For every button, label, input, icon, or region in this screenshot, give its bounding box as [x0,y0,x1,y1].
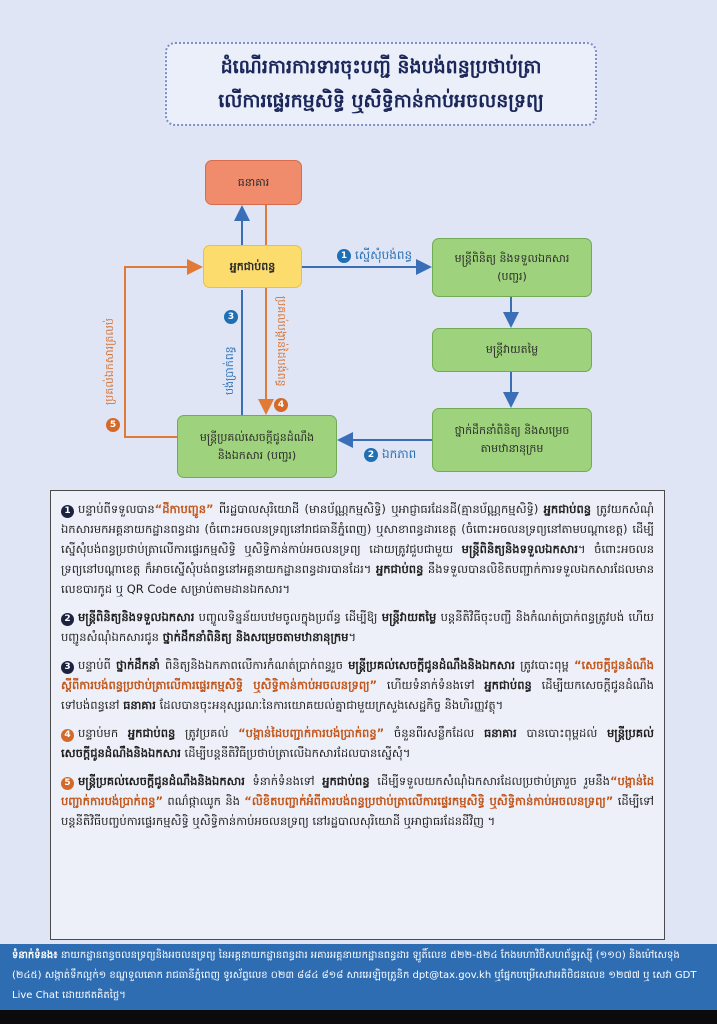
contact-footer: ទំនាក់ទំនង៖ នាយកដ្ឋានពន្ធចលនទ្រព្យនិងអចល… [0,944,717,1010]
step-1-text: ស្នើសុំបង់ពន្ធ [355,248,413,262]
flow-arrows [124,205,519,448]
inspector-label: មន្ត្រីពិនិត្យ និងទទួលឯកសារ [454,251,570,265]
bold-term: មន្ត្រីពិនិត្យនិងទទួលឯកសារ [461,542,578,556]
step-number-badge: 2 [61,612,74,626]
step-2-paragraph: 2 មន្ត្រីពិនិត្យនិងទទួលឯកសារ បញ្ចូលទិន្នន… [61,607,654,647]
step-number-badge: 3 [61,660,74,674]
appraiser-node: មន្ត្រីវាយតម្លៃ [432,328,592,372]
paragraph-text: ពីរដ្ឋបាលសុរិយោដី (មានប័ណ្ណកម្មសិទ្ធិ) ឬ… [213,502,544,516]
bold-term: ថ្នាក់ដឹកនាំ [116,658,160,672]
arrow-step-5 [124,259,203,438]
paragraph-text: បញ្ចូលទិន្នន័យបឋមចូលក្នុងប្រព័ន្ធ ដើម្បី… [194,610,382,624]
bold-term: ថ្នាក់ដឹកនាំពិនិត្យ និងសម្រេចតាមឋានានុក្… [162,630,349,644]
step-2-text: ឯកភាព [382,447,417,461]
step-number-badge: 4 [61,728,74,742]
bold-term: អ្នកជាប់ពន្ធ [127,726,176,740]
contact-label: ទំនាក់ទំនង៖ [12,950,58,961]
step-3-text: បង់ប្រាក់ពន្ធ [223,346,236,395]
bold-term: អ្នកជាប់ពន្ធ [375,562,424,576]
paragraph-text: ពណ៌ផ្កាឈូក និង [163,794,245,808]
inspector-sublabel: (បញ្ជរ) [497,269,527,283]
document-name: “បង្កាន់ដៃបញ្ជាក់ការបង់ប្រាក់ពន្ធ” [61,774,655,808]
document-name: “បង្កាន់ដៃបញ្ជាក់ការបង់ប្រាក់ពន្ធ” [238,726,385,740]
bold-term: អ្នកជាប់ពន្ធ [322,774,370,788]
step-4-text: ប្រគល់បង្កាន់ដៃបង់ពន្ធ [275,296,288,387]
paragraph-text: បន្តនីតិវិធីចុះបញ្ជី និងកំណត់ប្រាក់ពន្ធត… [61,610,654,644]
step-number-badge: 5 [61,776,74,790]
notice-officer-node: មន្ត្រីប្រគល់សេចក្តីជូនដំណឹង និងឯកសារ (ប… [177,415,337,478]
step-4-paragraph: 4 បន្ទាប់មក អ្នកជាប់ពន្ធ ត្រូវប្រគល់ “បង្… [61,723,654,763]
leader-label: ថ្នាក់ដឹកនាំពិនិត្យ និងសម្រេច [454,424,570,437]
document-name: “លិខិតបញ្ជាក់អំពីការបង់ពន្ធប្រថាប់ត្រាលើ… [244,794,614,808]
paragraph-text: បានបោះពុម្ពដល់ [516,726,607,740]
document-name: “ដីកាបញ្ជូន” [154,502,214,516]
paragraph-text: ដើម្បីទទួលយកសំណុំឯកសារដែលប្រថាប់ត្រារួច … [369,774,610,788]
bold-term: អ្នកជាប់ពន្ធ [484,678,532,692]
step-5-paragraph: 5 មន្ត្រីប្រគល់សេចក្តីជូនដំណឹងនិងឯកសារ ទំ… [61,771,654,831]
inspector-node: មន្ត្រីពិនិត្យ និងទទួលឯកសារ (បញ្ជរ) [432,238,592,297]
notice-officer-label: មន្ត្រីប្រគល់សេចក្តីជូនដំណឹង [199,430,315,444]
paragraph-text: ដើម្បីបន្តនីតិវិធីប្រថាប់ត្រាលើឯកសារដែលប… [180,746,411,760]
bank-node: ធនាគារ [205,160,302,205]
taxpayer-node: អ្នកជាប់ពន្ធ [203,245,302,288]
appraiser-label: មន្ត្រីវាយតម្លៃ [485,343,539,356]
step-3-paragraph: 3 បន្ទាប់ពី ថ្នាក់ដឹកនាំ ពិនិត្យនិងឯកភាពល… [61,655,654,715]
bold-term: មន្ត្រីពិនិត្យនិងទទួលឯកសារ [78,610,195,624]
page-title: ដំណើរការការទារចុះបញ្ជី និងបង់ពន្ធប្រថាប់… [165,42,597,126]
leader-sublabel: តាមឋានានុក្រម [480,442,544,455]
bold-term: មន្ត្រីប្រគល់សេចក្តីជូនដំណឹងនិងឯកសារ [78,774,245,788]
paragraph-text: ពិនិត្យនិងឯកភាពលើការកំណត់ប្រាក់ពន្ធរួច [159,658,349,672]
notice-officer-sublabel: និងឯកសារ (បញ្ជរ) [217,448,297,462]
taxpayer-label: អ្នកជាប់ពន្ធ [229,259,276,273]
step-1-label: 1 ស្នើសុំបង់ពន្ធ [337,247,412,265]
paragraph-text: ។ ចំពោះអចលនទ្រព្យនៅបណ្តាខេត្ត ក៏អាចស្នើស… [61,542,654,576]
contact-text: នាយកដ្ឋានពន្ធចលនទ្រព្យនិងអចលនទ្រព្យ នៃអគ… [12,950,697,1001]
step-1-badge: 1 [337,249,351,263]
step-5-badge: 5 [106,418,120,432]
bold-term: មន្ត្រីវាយតម្លៃ [381,610,437,624]
paragraph-text: នឹងទទួលបានលិខិតបញ្ជាក់ការទទួលឯកសារដែលមាន… [61,562,654,596]
step-3-badge: 3 [224,310,238,324]
step-1-paragraph: 1 បន្ទាប់ពីទទួលបាន“ដីកាបញ្ជូន” ពីរដ្ឋបាលស… [61,499,654,599]
step-number-badge: 1 [61,504,74,518]
title-line-2: លើការផ្ទេរកម្មសិទ្ធិ ឬសិទ្ធិកាន់កាប់អចលន… [218,90,544,112]
document-name: “សេចក្តីជូនដំណឹងស្តីពីការបង់ពន្ធប្រថាប់ត… [61,658,654,692]
paragraph-text: ដើម្បីយកសេចក្តីជូនដំណឹងទៅបង់ពន្ធនៅ [61,678,654,712]
paragraph-text: ដែលបានចុះអនុស្សរណៈនៃការយោគយល់គ្នាជាមួយក្… [155,698,504,712]
step-2-label: 2 ឯកភាព [364,446,416,464]
paragraph-text: បន្ទាប់ពីទទួលបាន [78,502,155,516]
step-2-badge: 2 [364,448,378,462]
explanation-box: 1 បន្ទាប់ពីទទួលបាន“ដីកាបញ្ជូន” ពីរដ្ឋបាលស… [50,490,665,940]
paragraph-text: ចំនួនពីរសន្លឹកដែល [384,726,484,740]
step-5-text: ប្រគល់ឯកសារត្រលប់ [103,318,116,405]
bold-term: ធនាគារ [123,698,156,712]
step-4-badge: 4 [274,398,288,412]
paragraph-text: ។ [348,630,357,644]
bold-term: មន្ត្រីប្រគល់សេចក្តីជូនដំណឹងនិងឯកសារ [348,658,515,672]
paragraph-text: ទំនាក់ទំនងទៅ [244,774,323,788]
bold-term: មន្ត្រីប្រគល់សេចក្តីជូនដំណឹងនិងឯកសារ [61,726,654,760]
bottom-bar [0,1010,717,1024]
paragraph-text: បន្ទាប់មក [78,726,128,740]
paragraph-text: ត្រូវប្រគល់ [175,726,239,740]
leader-node: ថ្នាក់ដឹកនាំពិនិត្យ និងសម្រេច តាមឋានានុក… [432,408,592,472]
paragraph-text: ត្រូវយកសំណុំឯកសារមកអគ្គនាយកដ្ឋានពន្ធដារ … [61,502,654,556]
bold-term: អ្នកជាប់ពន្ធ [543,502,592,516]
bank-label: ធនាគារ [237,175,270,189]
bold-term: ធនាគារ [483,726,517,740]
paragraph-text: ហើយទំនាក់ទំនងទៅ [377,678,485,692]
paragraph-text: ដើម្បីទៅបន្តនីតិវិធីបញ្ចប់ការផ្ទេរកម្មសិ… [61,794,654,828]
paragraph-text: ត្រូវបោះពុម្ព [514,658,574,672]
title-line-1: ដំណើរការការទារចុះបញ្ជី និងបង់ពន្ធប្រថាប់… [220,56,542,78]
paragraph-text: បន្ទាប់ពី [78,658,117,672]
